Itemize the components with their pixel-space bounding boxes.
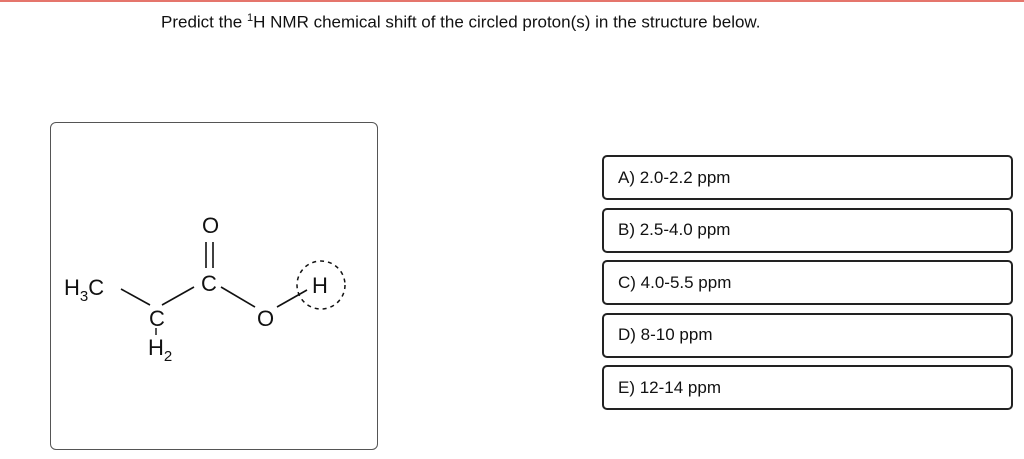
question-text: Predict the 1H NMR chemical shift of the… [161,12,761,33]
choice-c-label: C) 4.0-5.5 ppm [618,272,732,292]
choice-b[interactable]: B) 2.5-4.0 ppm [602,207,1013,253]
choice-d[interactable]: D) 8-10 ppm [602,312,1013,358]
structure-panel: H3C C H2 C O O H [50,122,378,450]
choice-b-label: B) 2.5-4.0 ppm [618,220,731,239]
carbonyl-carbon-label: C [201,271,217,296]
choice-e[interactable]: E) 12-14 ppm [602,365,1013,410]
bond-carbonyl-ether-o [220,286,256,308]
bond-ch3-ch2 [120,288,151,306]
question-prefix: Predict the [161,12,247,32]
question-suffix: H NMR chemical shift of the circled prot… [253,12,761,32]
choice-c[interactable]: C) 4.0-5.5 ppm [602,260,1013,305]
bond-o-h [276,289,308,308]
ch2-carbon-label: C [149,306,165,331]
ch3-label: H3C [64,275,104,305]
propanoic-acid-structure: H3C C H2 C O O H [64,213,346,365]
proton-highlight-circle [296,260,346,310]
top-accent-rule [0,0,1024,2]
choice-a[interactable]: A) 2.0-2.2 ppm [602,155,1013,200]
ether-oxygen-label: O [257,306,274,331]
choice-d-label: D) 8-10 ppm [618,325,713,344]
ch2-hydrogen-label: H2 [148,335,172,365]
carbonyl-oxygen-label: O [202,213,219,238]
circled-proton-label: H [312,273,328,298]
bond-ch2-carbonyl [161,286,195,306]
choice-e-label: E) 12-14 ppm [618,377,721,397]
answer-choices: A) 2.0-2.2 ppm B) 2.5-4.0 ppm C) 4.0-5.5… [602,155,1013,418]
choice-a-label: A) 2.0-2.2 ppm [618,167,731,187]
question-superscript: 1 [247,12,254,24]
